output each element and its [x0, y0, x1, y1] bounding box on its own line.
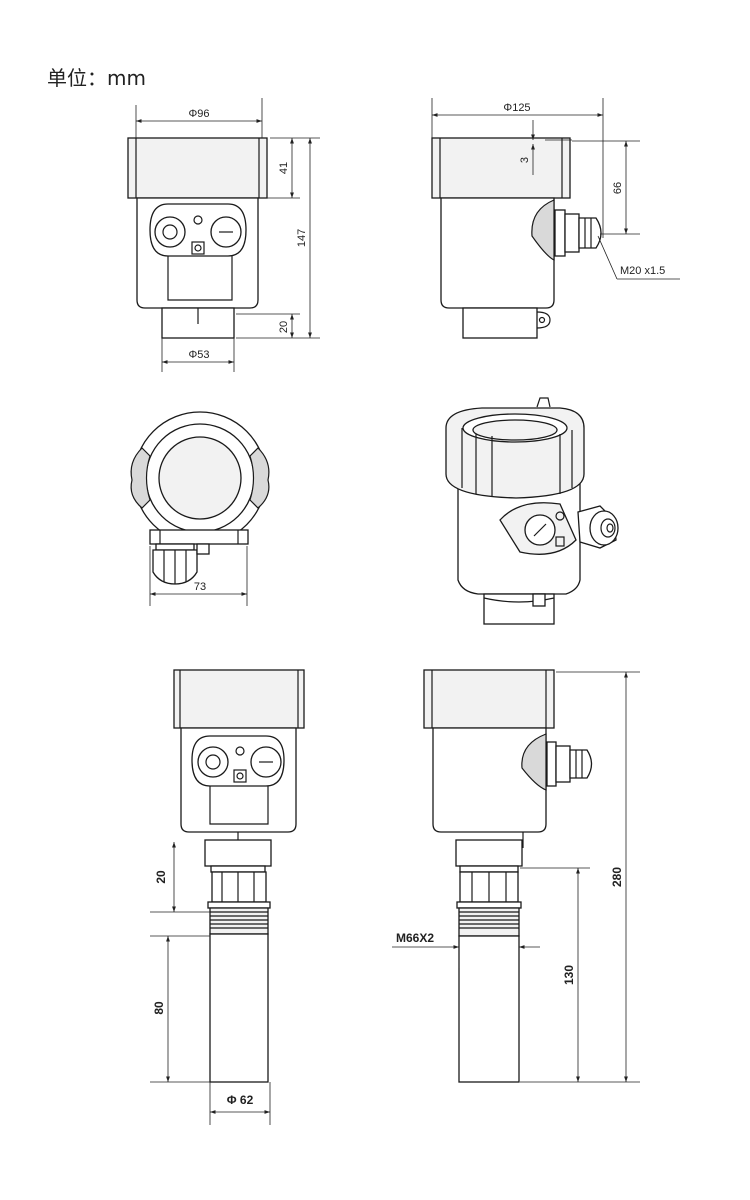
view-top-side: Φ125 3 66 M20 x1.5	[431, 98, 680, 339]
dim-length-130: 130	[562, 965, 576, 985]
dim-width-73: 73	[194, 581, 206, 593]
iso-gland	[577, 505, 619, 549]
dim-diameter-62: Φ 62	[227, 1093, 254, 1107]
dim-height-147: 147	[296, 229, 308, 247]
dim-height-66: 66	[612, 182, 624, 194]
dim-horn-80: 80	[152, 1001, 166, 1015]
bs-thread	[459, 911, 519, 929]
bf-control-panel	[191, 735, 285, 787]
view-bottom-side: M66X2 130 280	[392, 669, 640, 1083]
view-top-front: Φ96 41 147 20 Φ53	[127, 98, 320, 372]
dim-diameter-125: Φ125	[503, 102, 530, 114]
plan-gland	[152, 543, 210, 585]
control-panel	[149, 203, 247, 257]
dim-gap-3: 3	[519, 157, 531, 163]
bs-gland	[546, 741, 593, 787]
dim-diameter-53: Φ53	[188, 349, 209, 361]
iso-control-panel	[499, 502, 577, 555]
view-plan: 73	[130, 411, 270, 606]
dim-thread-m20: M20 x1.5	[620, 265, 665, 277]
view-isometric	[445, 397, 619, 625]
cable-gland	[554, 209, 602, 257]
dim-neck-20: 20	[278, 321, 290, 333]
dim-thread-m66: M66X2	[396, 931, 434, 945]
bf-thread	[210, 911, 268, 929]
view-bottom-front: 20 80 Φ 62	[150, 669, 305, 1125]
dim-length-280: 280	[610, 867, 624, 887]
dim-diameter-96: Φ96	[188, 108, 209, 120]
dim-bf-neck-20: 20	[154, 870, 168, 884]
dim-height-41: 41	[278, 162, 290, 174]
unit-label: 单位：mm	[47, 66, 146, 90]
